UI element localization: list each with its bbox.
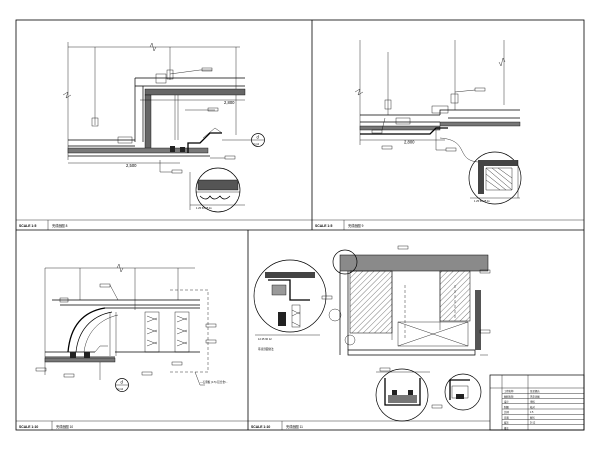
detail-drawing-8: 2,800 2,500 d D-12 1 25 50 25 11: [62, 42, 265, 213]
title-block-cell: 图纸名称: [504, 394, 514, 398]
panel-2-scale: SCALE 1:5: [315, 224, 332, 228]
detail-drawing-9: 2,800 1 25 50 25 11: [354, 40, 522, 205]
title-block-cell: 图号: [530, 415, 535, 419]
callout-2-bottom: D-12: [118, 387, 124, 391]
title-block-cell: 设计: [504, 400, 509, 404]
panel-3-scale: SCALE 1:10: [19, 425, 38, 429]
title-block-cell: D-12: [530, 422, 536, 425]
label-strip-p3: SCALE 1:10 完成面图 10: [16, 420, 248, 430]
label-strip-p2: SCALE 1:5 完成面图 9: [312, 219, 584, 230]
dim-2800-p1: 2,800: [224, 100, 235, 105]
panel-4-scale: SCALE 1:10: [251, 425, 270, 429]
title-block-cell: 某某酒店: [530, 389, 540, 393]
title-block-cell: 天花详图: [530, 394, 540, 398]
title-block-cell: 校对: [530, 405, 535, 409]
detail-circle-p2: 1 25 50 25 11: [468, 151, 522, 205]
label-strip-p1: SCALE 1:5 完成面图 8: [16, 219, 312, 230]
note-p3: —石膏板 (1:5) 铝合金/...: [200, 380, 228, 384]
title-block-cell: 备注: [504, 426, 509, 430]
detail-circle-p4a: 12 25 60 12: [253, 259, 327, 341]
sheet-border: [15, 19, 585, 431]
title-block-cell: 制图: [504, 405, 509, 409]
detail-circle-p4c: [444, 373, 482, 411]
title-block-cell: 日期: [504, 415, 509, 419]
title-block-cell: 审核: [530, 400, 535, 404]
svg-text:1 25 50 25 11: 1 25 50 25 11: [196, 206, 212, 210]
detail-drawing-11: 12 25 60 12 吊顶剖面做法: [253, 245, 491, 422]
panel-1-title: 完成面图 8: [52, 223, 68, 228]
svg-text:1 25 50 25 11: 1 25 50 25 11: [474, 199, 490, 203]
section-callout-p1: d D-12: [222, 133, 265, 147]
dim-2800-p2: 2,800: [404, 140, 415, 145]
callout-2-top: d: [121, 380, 124, 385]
panel-2-title: 完成面图 9: [348, 223, 364, 228]
panel-4-title: 完成面图 11: [286, 424, 303, 429]
callout-1-bottom: D-12: [254, 142, 260, 146]
panel-1-scale: SCALE 1:5: [19, 224, 36, 228]
title-block-cell: 1:5: [530, 411, 534, 414]
title-block-cell: 版次: [504, 421, 509, 425]
detail-circle-p1: 1 25 50 25 11: [189, 167, 245, 213]
title-block-cell: 工程名称: [504, 389, 514, 393]
label-strip-p4: SCALE 1:10 完成面图 11: [248, 420, 490, 430]
svg-text:12 25 60 12: 12 25 60 12: [258, 337, 272, 341]
title-block-cell: 比例: [504, 410, 509, 414]
callout-1-top: d: [257, 135, 260, 140]
panel-3-title: 完成面图 10: [56, 424, 73, 429]
note-p4: 吊顶剖面做法: [258, 347, 274, 351]
detail-drawing-10: d D-12 —石膏板 (1:5) 铝合金/...: [35, 263, 228, 392]
dim-2500-p1: 2,500: [126, 163, 137, 168]
section-callout-p3: d D-12: [99, 362, 129, 392]
detail-circle-p4b: [375, 368, 430, 422]
